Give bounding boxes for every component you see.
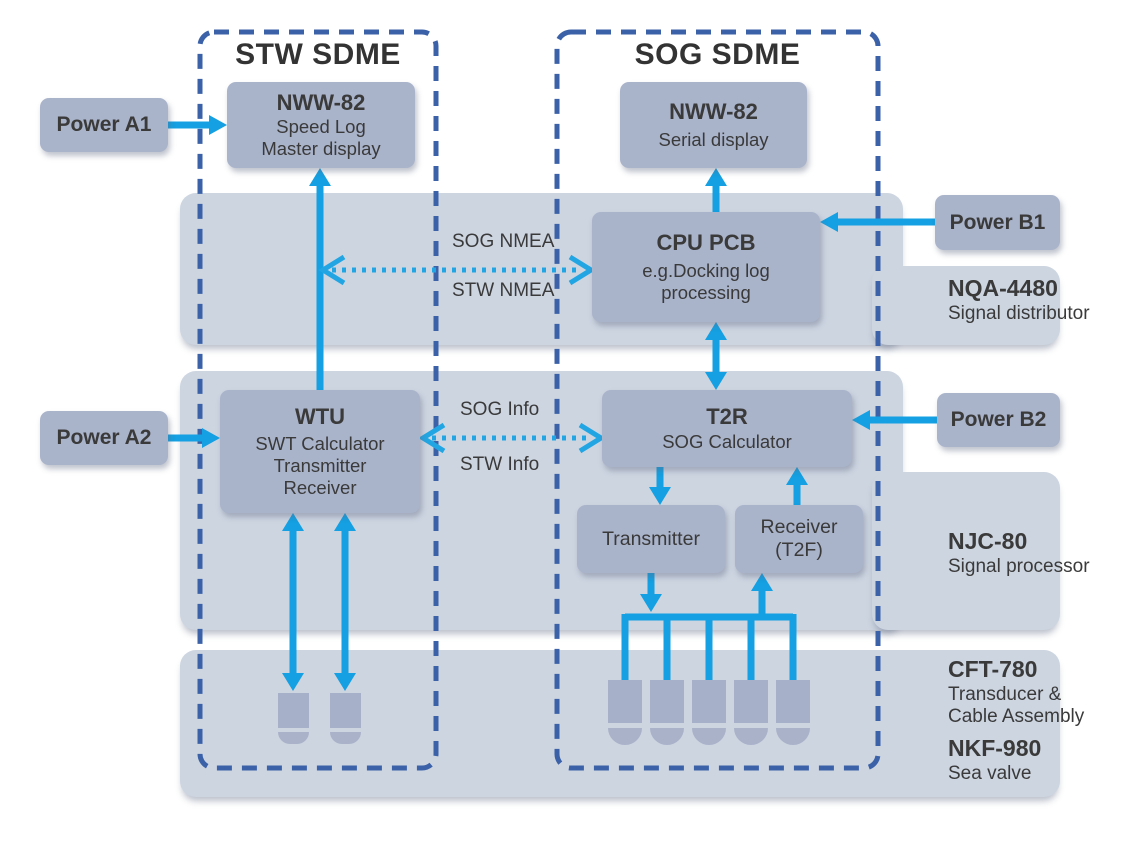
model-name: NQA-4480 [948, 275, 1058, 301]
chevron-left [418, 422, 446, 454]
node-subtitle: Transmitter [273, 455, 367, 477]
model-name: CFT-780 [948, 656, 1038, 682]
nww82-master-display-box: NWW-82 Speed Log Master display [227, 82, 415, 168]
stw-nmea-label: STW NMEA [452, 280, 555, 301]
transmitter-box: Transmitter [577, 505, 725, 573]
node-title: NWW-82 [276, 89, 366, 115]
node-subtitle: Speed Log [276, 116, 366, 138]
sog-sdme-border [554, 29, 881, 771]
t2r-box: T2R SOG Calculator [602, 390, 852, 467]
arrowhead [282, 513, 304, 531]
wtu-box: WTU SWT Calculator Transmitter Receiver [220, 390, 420, 513]
model-name: NKF-980 [948, 735, 1042, 762]
node-title: T2R [706, 404, 748, 430]
njc-80-label: NJC-80 Signal processor [948, 528, 1090, 578]
node-subtitle: Serial display [658, 129, 769, 151]
arrowhead [820, 212, 838, 232]
transducer-dome [692, 728, 726, 745]
sog-nmea-label: SOG NMEA [452, 231, 555, 252]
node-subtitle: Master display [261, 138, 381, 160]
nqa-4480-label-panel [872, 266, 1060, 345]
receiver-t2f-box: Receiver (T2F) [735, 505, 863, 573]
node-subtitle: e.g.Docking log [642, 260, 770, 282]
model-name: NJC-80 [948, 528, 1028, 554]
chevron-left [318, 254, 346, 286]
node-title: Receiver [760, 516, 838, 538]
arrowhead [705, 322, 727, 340]
node-title: Transmitter [602, 527, 700, 550]
arrowhead [705, 372, 727, 390]
transducer-sog-5 [776, 680, 810, 723]
arrowhead [282, 673, 304, 691]
transducer-dome [734, 728, 768, 745]
model-desc: Sea valve [948, 762, 1032, 784]
transducer-sog-2 [650, 680, 684, 723]
transducer-dome [776, 728, 810, 745]
arrowhead [705, 168, 727, 186]
nqa-4480-label: NQA-4480 Signal distributor [948, 275, 1090, 325]
node-title: NWW-82 [669, 98, 758, 124]
transducer-stw-1 [278, 693, 309, 728]
node-subtitle: SWT Calculator [255, 433, 385, 455]
stw-info-label: STW Info [460, 454, 540, 475]
transducer-dome [608, 728, 642, 745]
node-subtitle: Receiver [283, 477, 357, 499]
power-b2-box: Power B2 [937, 393, 1060, 447]
power-a2-box: Power A2 [40, 411, 168, 465]
arrowhead [640, 594, 662, 612]
model-desc: Transducer & [948, 683, 1062, 705]
arrowhead [751, 573, 773, 591]
arrowhead [209, 115, 227, 135]
transducer-dome [330, 732, 361, 744]
arrowhead [334, 673, 356, 691]
stw-sdme-title: STW SDME [235, 38, 401, 71]
arrowhead [309, 168, 331, 186]
node-title: CPU PCB [656, 229, 756, 255]
stw-sdme-border [197, 29, 439, 771]
arrowhead [852, 410, 870, 430]
cft-780-nkf-980-label: CFT-780 Transducer & Cable Assembly NKF-… [948, 656, 1084, 786]
chevron-right [578, 422, 606, 454]
transducer-sog-3 [692, 680, 726, 723]
node-subtitle: SOG Calculator [662, 430, 792, 452]
model-desc: Signal distributor [948, 302, 1090, 324]
transducer-band [180, 650, 1060, 797]
chevron-right [568, 254, 596, 286]
transducer-dome [278, 732, 309, 744]
arrowhead [786, 467, 808, 485]
transducer-dome [650, 728, 684, 745]
sog-info-label: SOG Info [460, 399, 540, 420]
transducer-sog-1 [608, 680, 642, 723]
model-desc: Signal processor [948, 555, 1090, 577]
transducer-sog-4 [734, 680, 768, 723]
transducer-stw-2 [330, 693, 361, 728]
njc-80-label-panel [872, 472, 1060, 630]
power-a1-box: Power A1 [40, 98, 168, 152]
node-title: WTU [294, 404, 346, 430]
transducer-bus [621, 613, 797, 682]
power-b1-box: Power B1 [935, 195, 1060, 250]
arrowhead [649, 487, 671, 505]
cpu-pcb-box: CPU PCB e.g.Docking log processing [592, 212, 820, 322]
arrowhead [202, 428, 220, 448]
nww82-serial-display-box: NWW-82 Serial display [620, 82, 807, 168]
arrowhead [334, 513, 356, 531]
model-desc: Cable Assembly [948, 706, 1085, 728]
sog-sdme-title: SOG SDME [634, 38, 801, 71]
node-subtitle: (T2F) [775, 539, 823, 561]
node-subtitle: processing [661, 282, 751, 304]
